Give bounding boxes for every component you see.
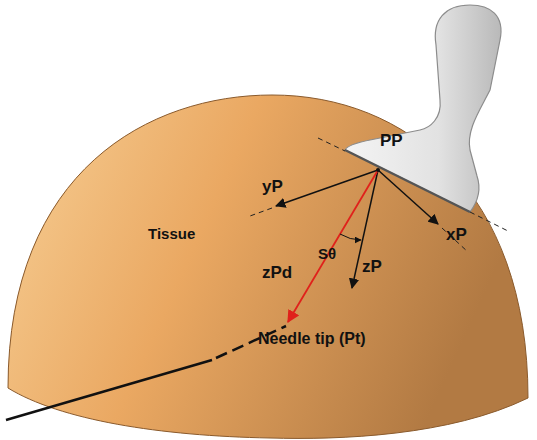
axis-label: xP xyxy=(446,226,467,245)
y-axis xyxy=(276,170,378,206)
needle-tip-label: Needle tip (Pt) xyxy=(258,330,366,348)
origin-label: PP xyxy=(380,132,403,151)
needle-direction-axis xyxy=(288,170,378,322)
region-label: Tissue xyxy=(148,226,195,243)
ultrasound-probe xyxy=(345,5,501,212)
axis-label: zPd xyxy=(262,264,292,283)
x-axis xyxy=(378,170,438,224)
angle-label: Sθ xyxy=(318,246,336,263)
face-plane-line xyxy=(318,138,345,151)
y-axis-extension xyxy=(250,208,272,216)
probe-origin xyxy=(376,168,380,172)
angle-arc xyxy=(340,234,361,240)
probe-face xyxy=(345,150,470,212)
face-plane-line xyxy=(470,212,508,231)
axis-label: yP xyxy=(262,178,283,197)
axis-label: zP xyxy=(362,258,382,277)
needle-shaft xyxy=(6,360,212,420)
